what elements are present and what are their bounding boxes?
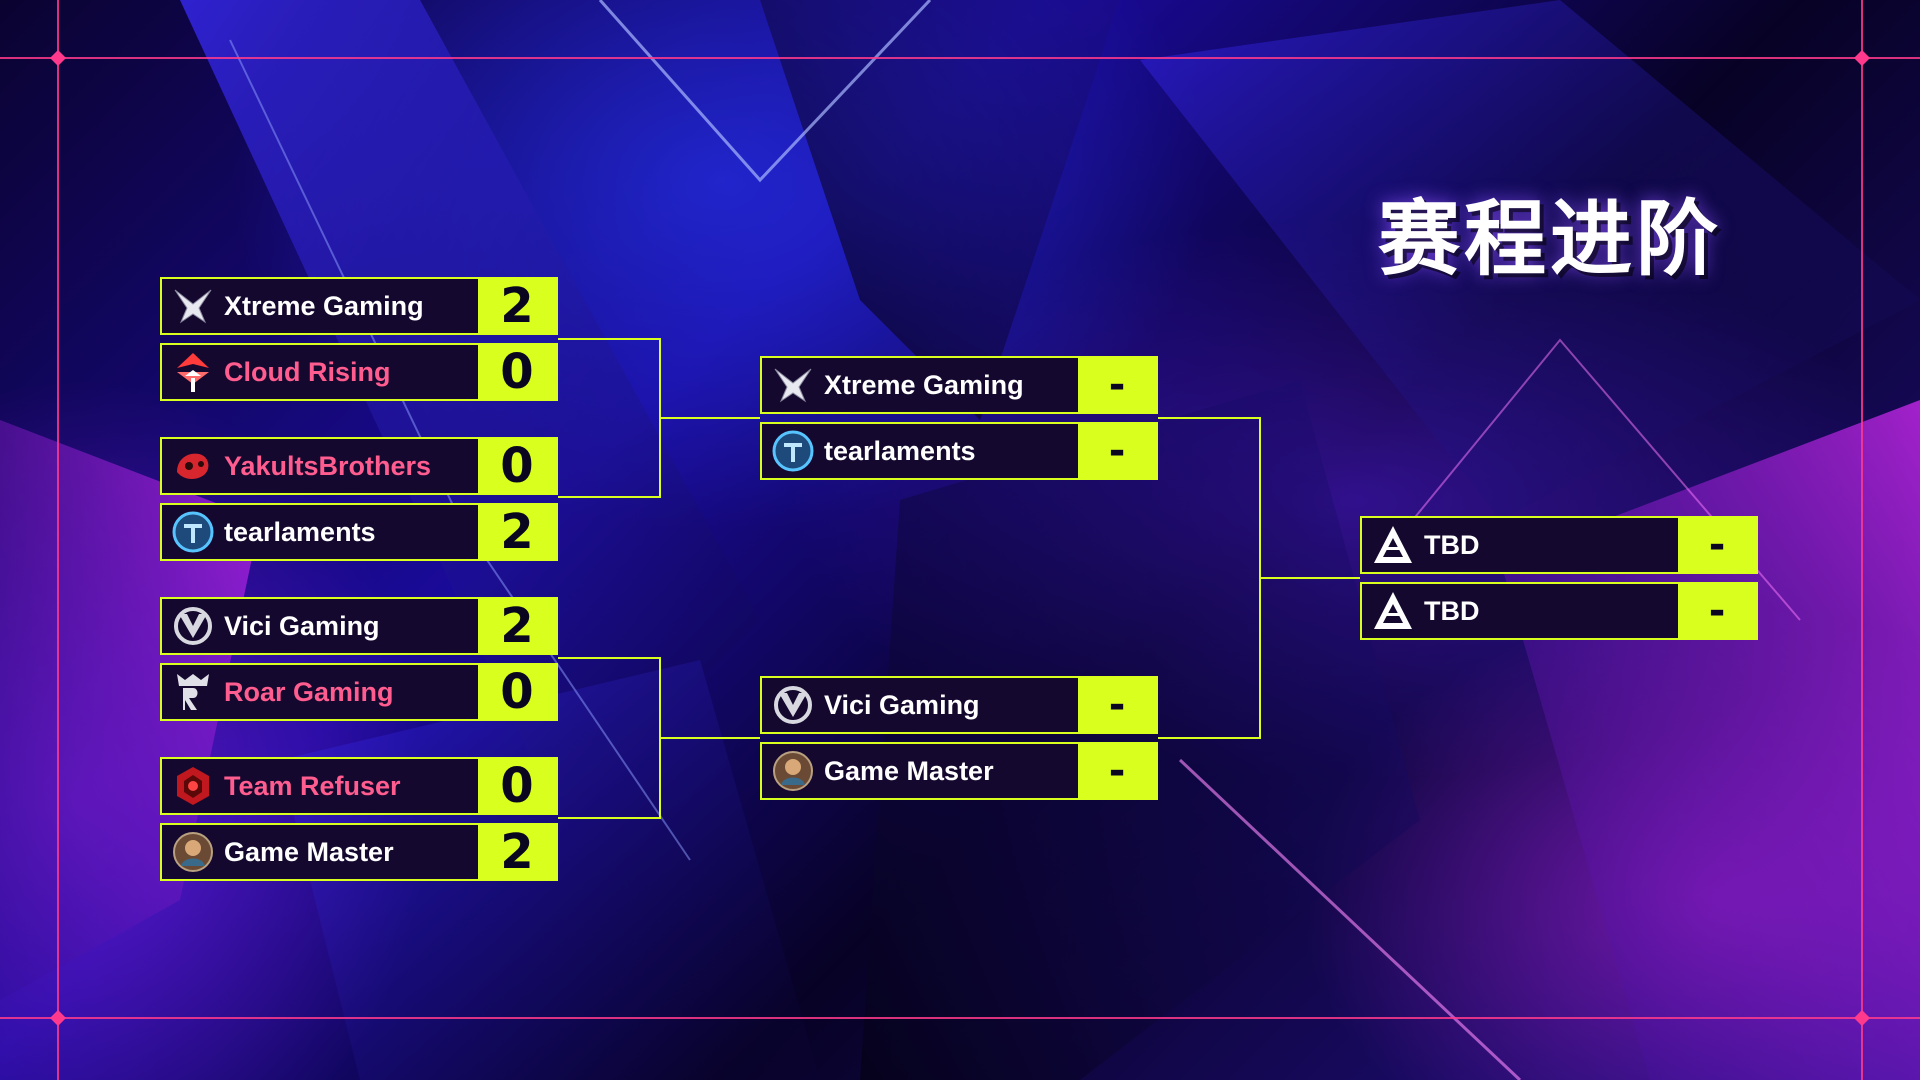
tearlaments-logo-icon — [762, 424, 824, 478]
team-score: - — [1078, 424, 1156, 478]
page-title: 赛程进阶 — [1377, 192, 1722, 287]
round2-team-row[interactable]: Xtreme Gaming - — [760, 356, 1158, 414]
round1-team-row[interactable]: Game Master 2 — [160, 823, 558, 881]
round1-team-row[interactable]: YakultsBrothers 0 — [160, 437, 558, 495]
xtreme-gaming-logo-icon — [762, 358, 824, 412]
team-score: 2 — [478, 504, 556, 560]
team-score: 2 — [478, 824, 556, 880]
final-team-row[interactable]: TBD - — [1360, 582, 1758, 640]
team-refuser-logo-icon — [162, 759, 224, 813]
team-name: Game Master — [224, 836, 394, 867]
vici-gaming-logo-icon — [762, 678, 824, 732]
round1-team-row[interactable]: Cloud Rising 0 — [160, 343, 558, 401]
roar-gaming-logo-icon — [162, 665, 224, 719]
round1-team-row[interactable]: Xtreme Gaming 2 — [160, 277, 558, 335]
round2-team-row[interactable]: Game Master - — [760, 742, 1158, 800]
vici-gaming-logo-icon — [162, 599, 224, 653]
team-score: - — [1078, 678, 1156, 732]
team-score: 2 — [478, 278, 556, 334]
round1-team-row[interactable]: tearlaments 2 — [160, 503, 558, 561]
team-name: TBD — [1424, 529, 1480, 560]
team-score: - — [1678, 584, 1756, 638]
team-name: Team Refuser — [224, 770, 401, 801]
team-name: TBD — [1424, 595, 1480, 626]
team-score: - — [1078, 744, 1156, 798]
cloud-rising-logo-icon — [162, 345, 224, 399]
team-score: - — [1078, 358, 1156, 412]
xtreme-gaming-logo-icon — [162, 279, 224, 333]
team-name: YakultsBrothers — [224, 450, 432, 481]
team-name: tearlaments — [224, 516, 376, 547]
team-score: 2 — [478, 598, 556, 654]
round2-team-row[interactable]: tearlaments - — [760, 422, 1158, 480]
team-score: 0 — [478, 344, 556, 400]
team-name: Game Master — [824, 755, 994, 786]
round2-team-row[interactable]: Vici Gaming - — [760, 676, 1158, 734]
round1-team-row[interactable]: Team Refuser 0 — [160, 757, 558, 815]
team-score: 0 — [478, 438, 556, 494]
team-score: - — [1678, 518, 1756, 572]
team-name: Cloud Rising — [224, 356, 391, 387]
team-score: 0 — [478, 758, 556, 814]
round1-team-row[interactable]: Vici Gaming 2 — [160, 597, 558, 655]
final-team-row[interactable]: TBD - — [1360, 516, 1758, 574]
team-name: Vici Gaming — [224, 610, 380, 641]
team-name: tearlaments — [824, 435, 976, 466]
blast-logo-icon — [1362, 584, 1424, 638]
yakults-brothers-logo-icon — [162, 439, 224, 493]
game-master-logo-icon — [162, 825, 224, 879]
team-name: Vici Gaming — [824, 689, 980, 720]
team-name: Xtreme Gaming — [824, 369, 1024, 400]
team-name: Xtreme Gaming — [224, 290, 424, 321]
team-score: 0 — [478, 664, 556, 720]
blast-logo-icon — [1362, 518, 1424, 572]
tearlaments-logo-icon — [162, 505, 224, 559]
round1-team-row[interactable]: Roar Gaming 0 — [160, 663, 558, 721]
team-name: Roar Gaming — [224, 676, 394, 707]
game-master-logo-icon — [762, 744, 824, 798]
